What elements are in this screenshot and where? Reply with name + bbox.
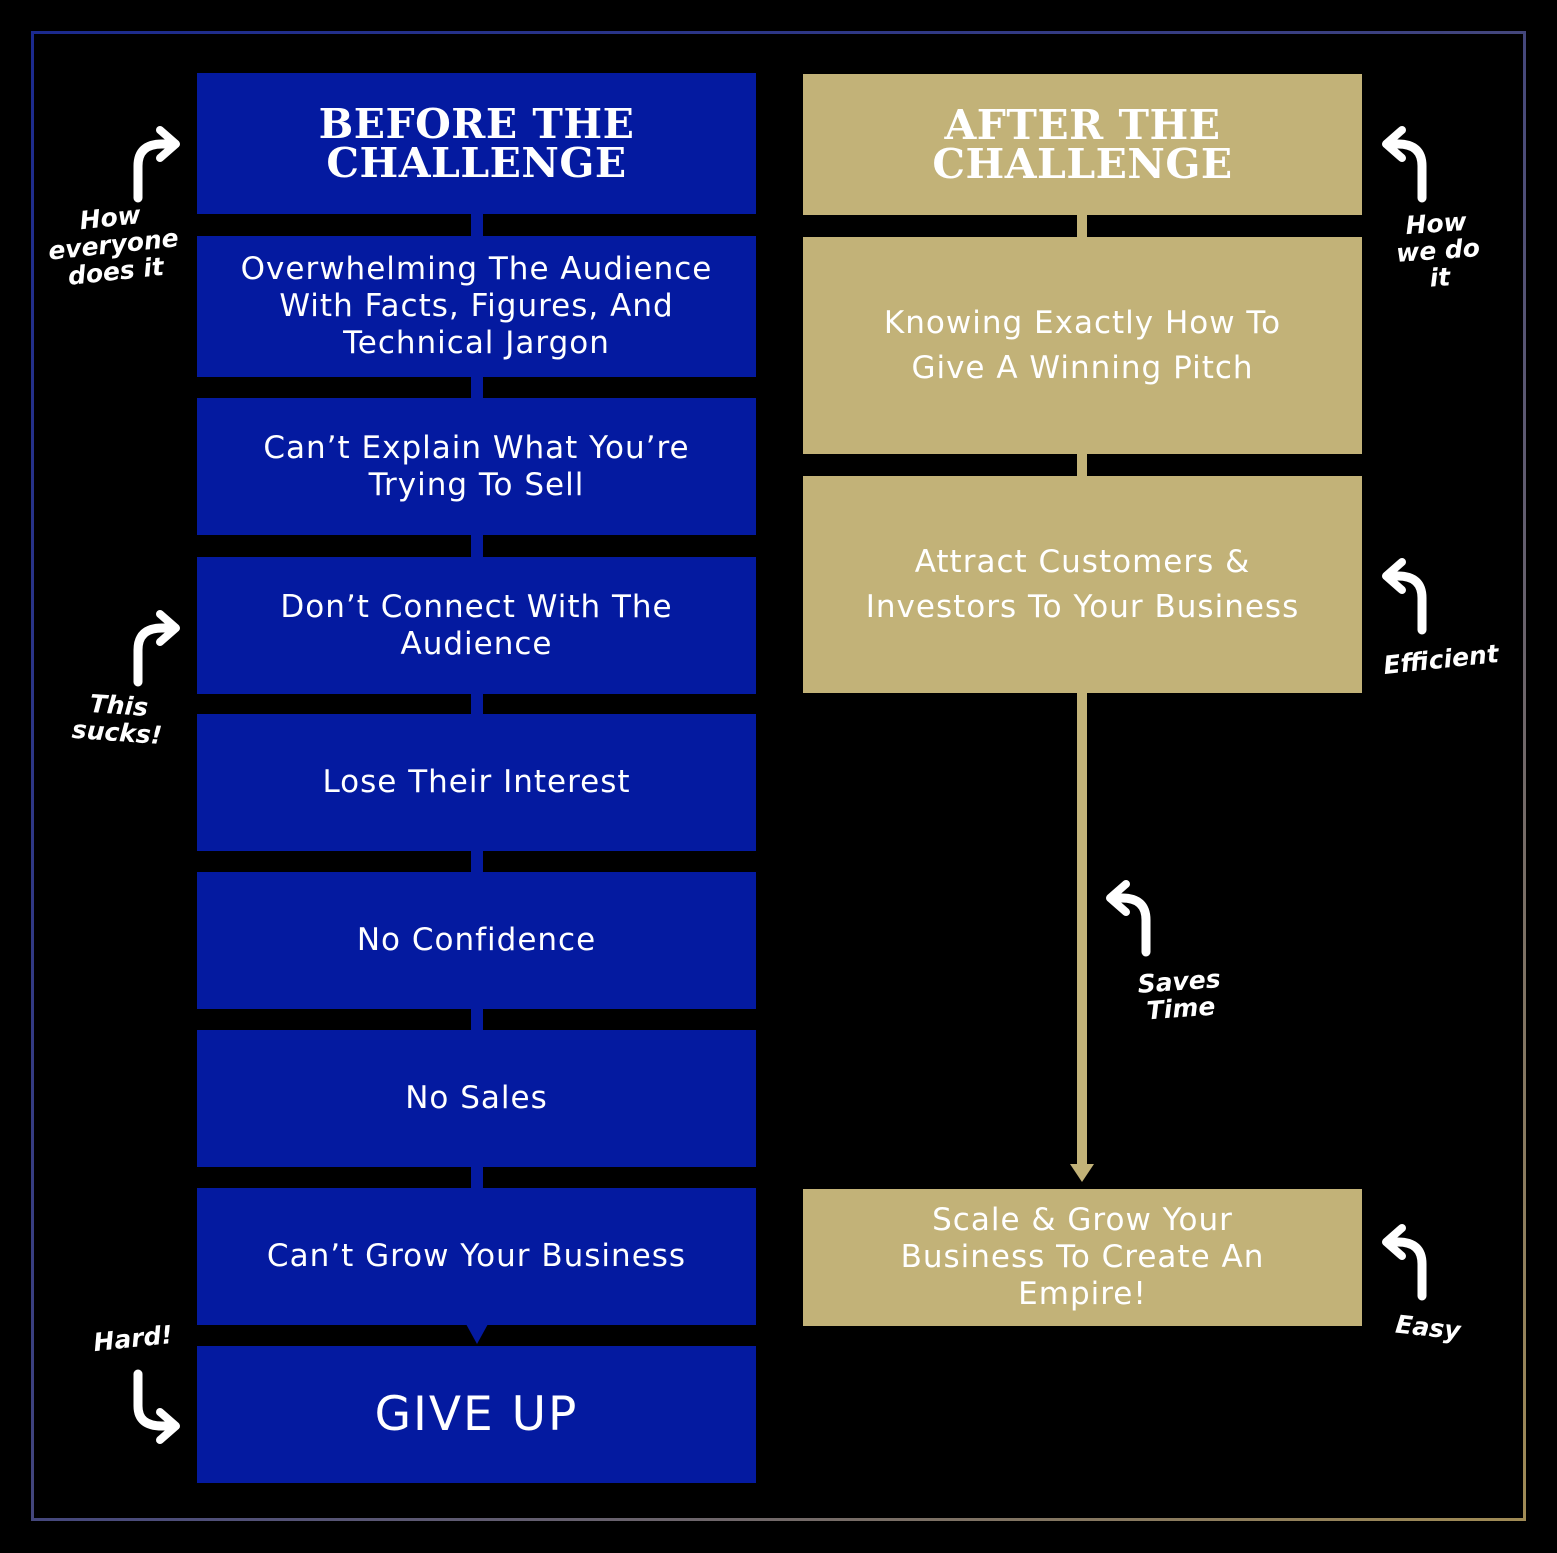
curved-arrow-icon <box>1382 1224 1427 1301</box>
curved-arrow-icon <box>1382 126 1427 203</box>
after-header: AFTER THE CHALLENGE <box>803 74 1362 215</box>
before-step-2-text: Can’t Explain What You’re Trying To Sell <box>263 429 690 503</box>
before-step-1: Overwhelming The Audience With Facts, Fi… <box>197 236 756 377</box>
curved-arrow-icon <box>133 1369 180 1444</box>
before-step-1-text: Overwhelming The Audience With Facts, Fi… <box>240 251 713 361</box>
before-header: BEFORE THE CHALLENGE <box>197 73 756 214</box>
curved-arrow-icon <box>1382 558 1427 635</box>
before-step-6-text: No Sales <box>405 1080 548 1116</box>
after-step-1: Knowing Exactly How To Give A Winning Pi… <box>803 237 1362 454</box>
after-step-2: Attract Customers & Investors To Your Bu… <box>803 476 1362 693</box>
note-how-we: How we do it <box>1395 206 1481 293</box>
before-step-7: Can’t Grow Your Business <box>197 1188 756 1325</box>
before-step-3-text: Don’t Connect With The Audience <box>280 588 673 662</box>
before-step-7-text: Can’t Grow Your Business <box>266 1238 687 1274</box>
after-step-1-text: Knowing Exactly How To Give A Winning Pi… <box>883 304 1282 386</box>
after-step-3: Scale & Grow Your Business To Create An … <box>803 1189 1362 1326</box>
before-final: GIVE UP <box>197 1346 756 1483</box>
after-step-2-text: Attract Customers & Investors To Your Bu… <box>865 543 1300 625</box>
note-how-everyone: How everyone does it <box>46 200 180 291</box>
before-header-title: BEFORE THE CHALLENGE <box>318 99 635 187</box>
before-step-5-text: No Confidence <box>356 922 597 958</box>
curved-arrow-icon <box>133 126 180 203</box>
connector <box>1077 214 1087 1174</box>
curved-arrow-icon <box>1106 880 1151 957</box>
give-up-text: GIVE UP <box>374 1387 579 1442</box>
before-step-4: Lose Their Interest <box>197 714 756 851</box>
after-header-title: AFTER THE CHALLENGE <box>932 100 1233 188</box>
arrow-down-icon <box>1070 1164 1094 1182</box>
curved-arrow-icon <box>133 610 180 687</box>
before-step-3: Don’t Connect With The Audience <box>197 557 756 694</box>
before-step-2: Can’t Explain What You’re Trying To Sell <box>197 398 756 535</box>
before-step-5: No Confidence <box>197 872 756 1009</box>
after-step-3-text: Scale & Grow Your Business To Create An … <box>900 1202 1265 1312</box>
arrow-down-icon <box>466 1324 488 1344</box>
note-this-sucks: This sucks! <box>70 689 164 751</box>
before-step-6: No Sales <box>197 1030 756 1167</box>
note-saves-time: Saves Time <box>1136 964 1222 1026</box>
before-step-4-text: Lose Their Interest <box>322 764 631 800</box>
